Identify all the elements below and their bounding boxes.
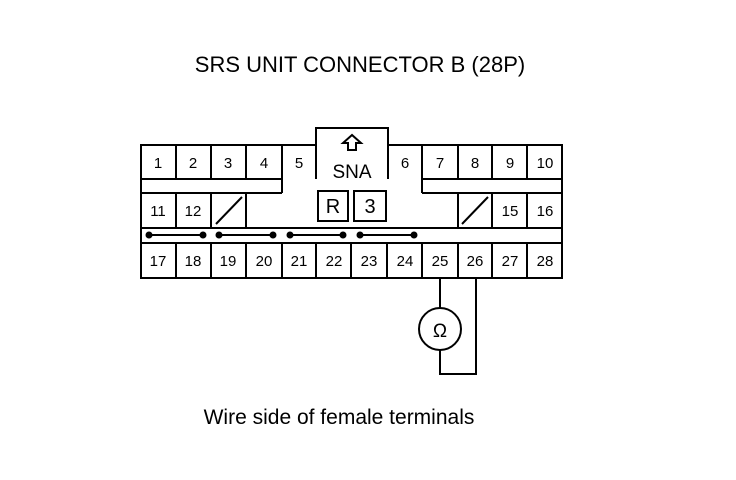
terminal-27: 27 bbox=[502, 253, 519, 270]
ohm-symbol: Ω bbox=[433, 321, 447, 342]
terminal-12: 12 bbox=[185, 203, 202, 220]
blank-cavity-13 bbox=[215, 196, 243, 225]
terminal-3: 3 bbox=[224, 155, 232, 172]
terminal-10: 10 bbox=[537, 155, 554, 172]
terminal-24: 24 bbox=[397, 253, 414, 270]
terminal-1: 1 bbox=[154, 155, 162, 172]
terminal-2: 2 bbox=[189, 155, 197, 172]
ohmmeter-icon bbox=[418, 307, 462, 351]
row1-terminals: 1 2 3 4 5 6 7 8 9 10 bbox=[154, 155, 554, 172]
terminal-4: 4 bbox=[260, 155, 268, 172]
terminal-19: 19 bbox=[220, 253, 237, 270]
terminal-28: 28 bbox=[537, 253, 554, 270]
row3-terminals: 17 18 19 20 21 22 23 24 25 26 27 28 bbox=[150, 253, 554, 270]
connector-label: SNA bbox=[332, 162, 371, 183]
terminal-26: 26 bbox=[467, 253, 484, 270]
terminal-23: 23 bbox=[361, 253, 378, 270]
terminal-22: 22 bbox=[326, 253, 343, 270]
terminal-11: 11 bbox=[150, 203, 166, 220]
terminal-9: 9 bbox=[506, 155, 514, 172]
terminal-15: 15 bbox=[502, 203, 519, 220]
terminal-16: 16 bbox=[537, 203, 554, 220]
ohmmeter-wiring bbox=[418, 278, 477, 375]
terminal-17: 17 bbox=[150, 253, 167, 270]
connector-outline bbox=[140, 127, 563, 279]
terminal-20: 20 bbox=[256, 253, 273, 270]
terminal-25: 25 bbox=[432, 253, 449, 270]
terminal-18: 18 bbox=[185, 253, 202, 270]
terminal-8: 8 bbox=[471, 155, 479, 172]
box-r-label: R bbox=[326, 196, 340, 218]
terminal-7: 7 bbox=[436, 155, 444, 172]
row2-terminals: 11 12 15 16 bbox=[150, 203, 553, 220]
terminal-21: 21 bbox=[291, 253, 308, 270]
terminal-5: 5 bbox=[295, 155, 303, 172]
box-3-label: 3 bbox=[364, 196, 375, 218]
diagram-caption: Wire side of female terminals bbox=[204, 406, 475, 429]
terminal-6: 6 bbox=[401, 155, 409, 172]
blank-cavity-14 bbox=[461, 196, 489, 225]
diagram-title: SRS UNIT CONNECTOR B (28P) bbox=[195, 52, 525, 77]
shorting-bars bbox=[145, 231, 418, 239]
